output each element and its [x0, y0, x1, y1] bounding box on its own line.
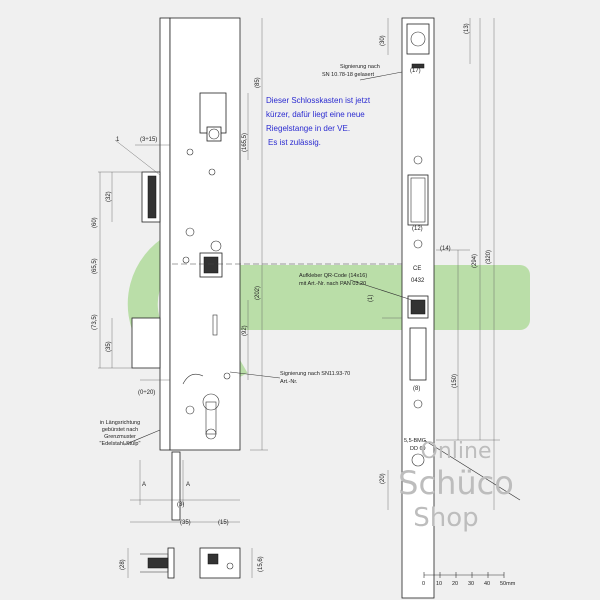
svg-text:(35): (35): [180, 520, 191, 526]
svg-text:30: 30: [468, 581, 474, 587]
svg-text:"Edelstahl-Stulp": "Edelstahl-Stulp": [100, 441, 141, 447]
svg-text:0: 0: [422, 581, 425, 587]
svg-text:(73,5): (73,5): [92, 314, 98, 330]
svg-text:A: A: [142, 482, 146, 488]
svg-text:(12): (12): [412, 226, 423, 232]
svg-text:(32): (32): [106, 191, 112, 202]
svg-text:CE: CE: [413, 266, 421, 272]
svg-text:Riegelstange in der VE.: Riegelstange in der VE.: [266, 124, 350, 133]
svg-text:mit Art.-Nr. nach PAN 03.20: mit Art.-Nr. nach PAN 03.20: [299, 281, 366, 287]
svg-text:A: A: [186, 482, 190, 488]
svg-text:(3): (3): [177, 502, 184, 508]
svg-text:Signierung nach: Signierung nach: [340, 64, 380, 70]
svg-text:(60): (60): [92, 217, 98, 228]
svg-text:(85): (85): [255, 77, 261, 88]
right-dimensions: [349, 18, 521, 510]
brushed-note: in Längsrichtung gebürstet nach Grenzmus…: [100, 420, 141, 447]
left-dimension-texts: 1 (3÷15) (60) (32) (65,5) (73,5) (35) (0…: [92, 77, 264, 572]
svg-text:(202): (202): [255, 286, 261, 300]
svg-text:DD 69: DD 69: [410, 446, 426, 452]
svg-text:(35): (35): [106, 341, 112, 352]
svg-text:(17): (17): [410, 68, 421, 74]
svg-text:gebürstet nach: gebürstet nach: [102, 427, 138, 433]
svg-text:(30): (30): [380, 35, 386, 46]
svg-text:Grenzmuster: Grenzmuster: [104, 434, 136, 440]
svg-text:Schüco: Schüco: [398, 464, 514, 502]
lock-case-side-view: [131, 17, 241, 579]
svg-text:(65,5): (65,5): [92, 258, 98, 274]
shop-watermark: Online Schüco Shop: [398, 439, 514, 533]
right-dimension-texts: (30) (13) (17) (12) (14) (294) (320) (1)…: [368, 23, 492, 484]
svg-text:(150): (150): [452, 374, 458, 388]
svg-text:(14): (14): [440, 246, 451, 252]
svg-text:(3÷15): (3÷15): [140, 137, 157, 143]
svg-text:(13): (13): [464, 23, 470, 34]
svg-text:Art.-Nr.: Art.-Nr.: [280, 379, 298, 385]
svg-text:Online: Online: [421, 439, 492, 464]
svg-text:5,5-BMG: 5,5-BMG: [404, 438, 426, 444]
svg-text:(294): (294): [472, 254, 478, 268]
svg-text:20: 20: [452, 581, 458, 587]
svg-text:(1): (1): [368, 295, 374, 302]
svg-text:(28): (28): [120, 559, 126, 570]
svg-text:(20): (20): [380, 473, 386, 484]
svg-text:(8): (8): [413, 386, 420, 392]
svg-text:1: 1: [116, 137, 120, 143]
svg-text:(165,5): (165,5): [242, 133, 248, 152]
svg-text:Signierung nach SN11.93-70: Signierung nach SN11.93-70: [280, 371, 350, 377]
left-dimensions: [98, 18, 281, 578]
svg-text:10: 10: [436, 581, 442, 587]
blue-annotation: Dieser Schlosskasten ist jetzt kürzer, d…: [266, 96, 371, 147]
svg-text:Shop: Shop: [413, 503, 478, 533]
svg-text:Aufkleber QR-Code (14x16): Aufkleber QR-Code (14x16): [299, 273, 367, 279]
svg-text:50mm: 50mm: [500, 581, 516, 587]
svg-text:(15): (15): [218, 520, 229, 526]
svg-text:0432: 0432: [411, 278, 425, 284]
svg-text:(0÷20): (0÷20): [138, 390, 155, 396]
svg-text:(320): (320): [486, 250, 492, 264]
svg-text:SN 10.78-18 gelasert: SN 10.78-18 gelasert: [322, 72, 374, 78]
signierung-notes: Signierung nach SN 10.78-18 gelasert Auf…: [280, 64, 380, 385]
svg-text:in Längsrichtung: in Längsrichtung: [100, 420, 140, 426]
svg-text:kürzer, dafür liegt eine neue: kürzer, dafür liegt eine neue: [266, 110, 365, 119]
svg-text:Dieser Schlosskasten ist jetzt: Dieser Schlosskasten ist jetzt: [266, 96, 371, 105]
svg-text:(92): (92): [242, 325, 248, 336]
scale-bar: 0 10 20 30 40 50mm: [422, 572, 516, 587]
svg-text:40: 40: [484, 581, 490, 587]
svg-text:Es ist zulässig.: Es ist zulässig.: [268, 138, 321, 147]
svg-text:(15,6): (15,6): [258, 556, 264, 572]
faceplate-front-view: [401, 17, 435, 599]
